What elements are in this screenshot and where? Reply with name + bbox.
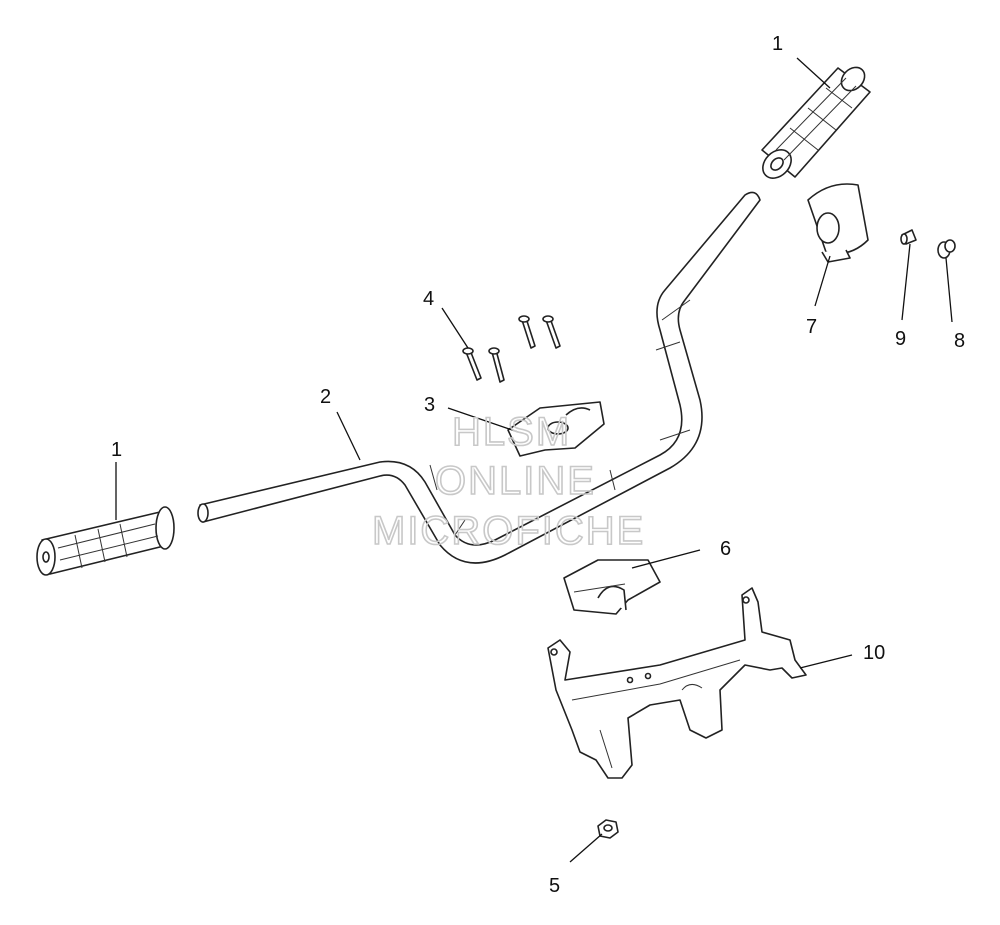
callout-grip-left: 1 — [111, 439, 122, 461]
leader-lines — [115, 57, 953, 863]
handlebar[interactable] — [197, 191, 761, 564]
callout-grip-right: 1 — [772, 33, 783, 55]
callout-screw: 9 — [895, 328, 906, 350]
callout-labels: 1 1 2 3 4 5 6 7 9 8 10 — [111, 33, 965, 897]
right-grip[interactable] — [757, 63, 871, 184]
callout-switch-housing: 7 — [806, 316, 817, 338]
lower-clamp[interactable] — [563, 559, 661, 615]
callout-clamp-upper: 3 — [424, 394, 435, 416]
watermark-line1: HLSM — [452, 410, 571, 454]
callout-handlebar: 2 — [320, 386, 331, 408]
screw[interactable] — [900, 229, 917, 245]
watermark-line3: MICROFICHE — [372, 509, 645, 553]
callout-nut: 5 — [549, 875, 560, 897]
callout-bracket: 10 — [863, 642, 885, 664]
callout-clamp-lower: 6 — [720, 538, 731, 560]
callout-plug: 8 — [954, 330, 965, 352]
switch-housing[interactable] — [807, 183, 869, 263]
plug[interactable] — [937, 239, 956, 259]
bolts[interactable] — [462, 315, 561, 383]
upper-clamp[interactable] — [507, 401, 605, 457]
callout-bolt: 4 — [423, 288, 434, 310]
bracket[interactable] — [547, 587, 807, 779]
watermark-line2: ONLINE — [435, 459, 596, 503]
left-grip[interactable] — [36, 506, 175, 576]
nut[interactable] — [597, 819, 619, 839]
watermark: HLSM ONLINE MICROFICHE — [371, 409, 645, 554]
